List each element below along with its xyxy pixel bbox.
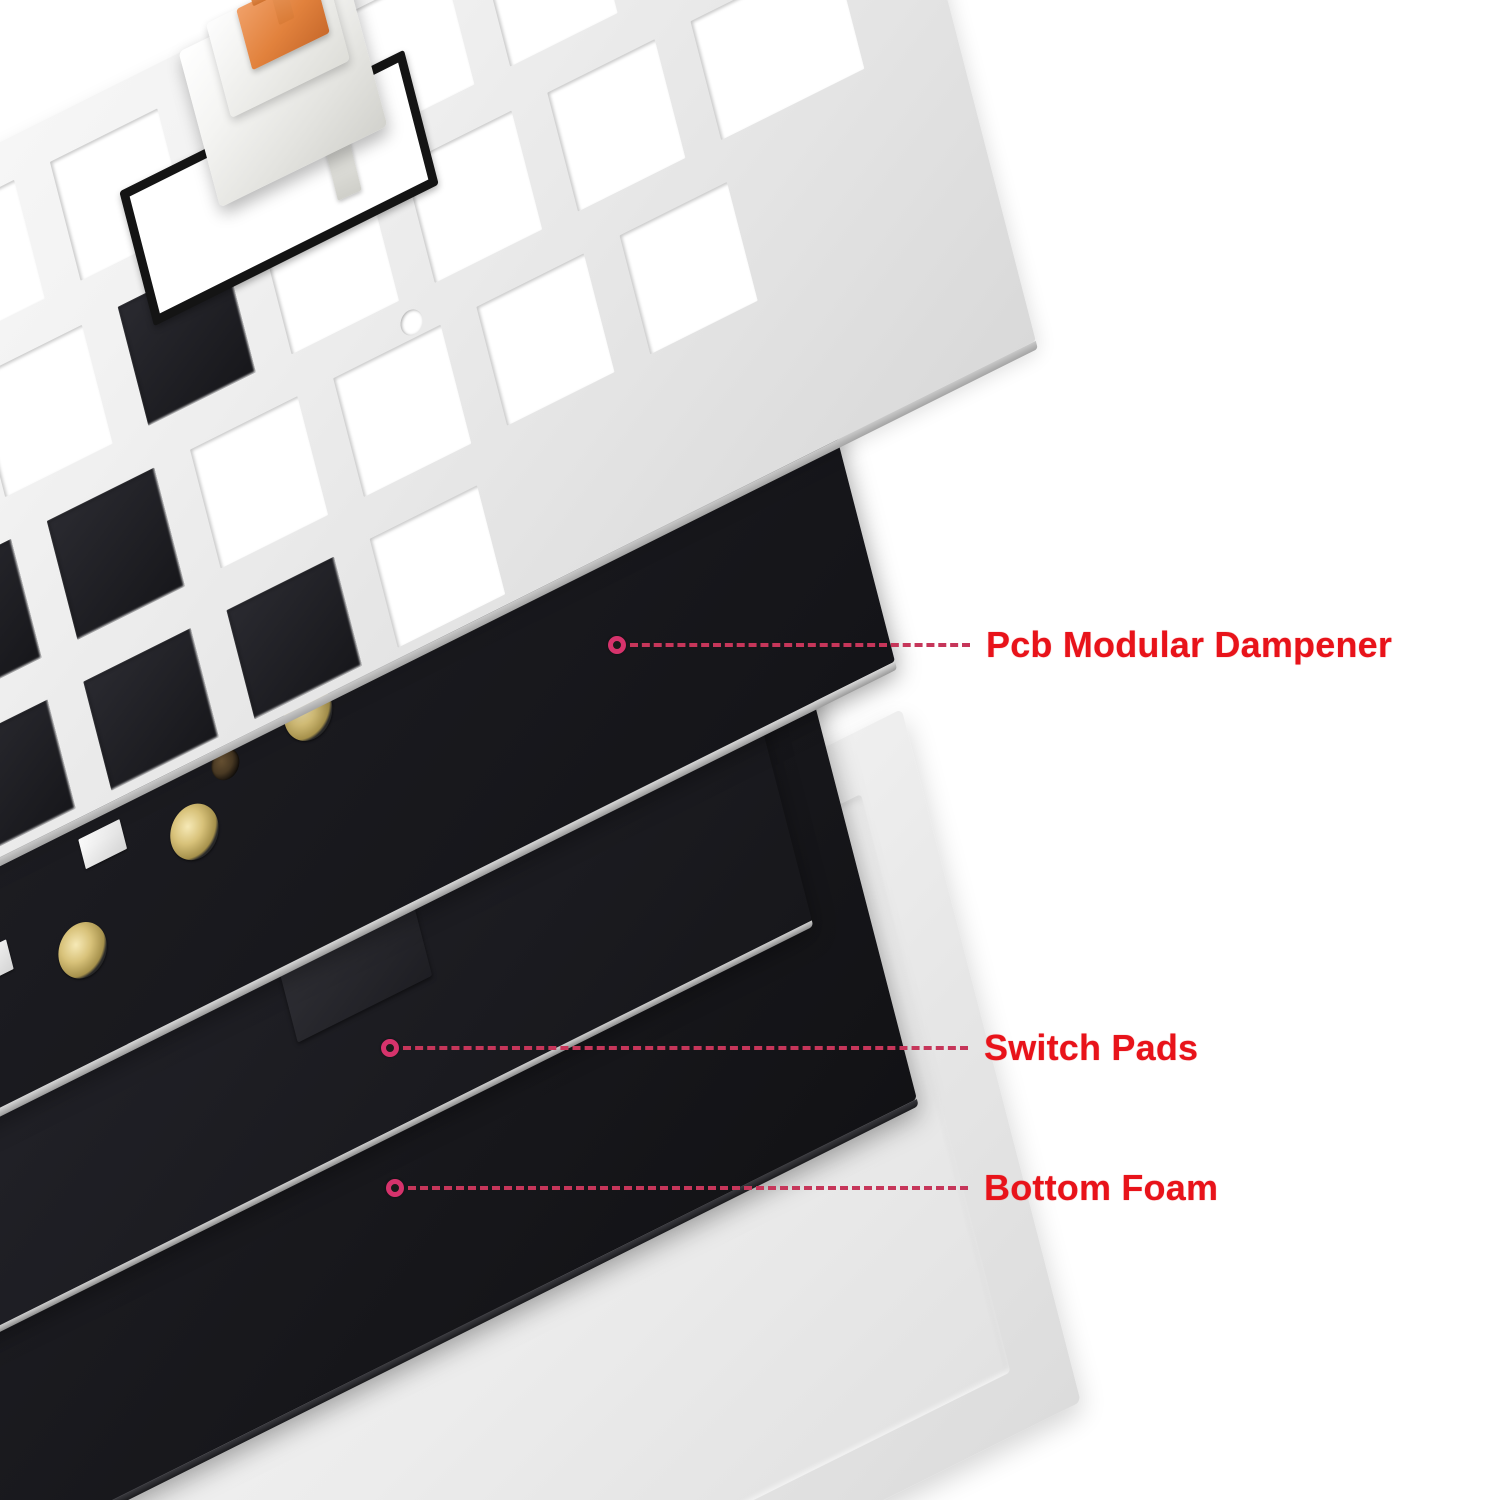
plate-cutout xyxy=(690,0,865,141)
plate-cutout xyxy=(0,179,45,353)
callout-label-switch-pads: Switch Pads xyxy=(984,1027,1199,1068)
plate-cutout xyxy=(0,538,42,712)
callout-label-pcb-modular-dampener: Pcb Modular Dampener xyxy=(986,624,1393,665)
plate-cutout xyxy=(547,39,686,212)
pcb-smd-pad xyxy=(78,819,128,870)
pcb-gold-hole xyxy=(164,794,225,870)
plate-cutout xyxy=(333,324,472,498)
callout-leader-line xyxy=(630,643,970,647)
callout-leader-line xyxy=(408,1186,968,1190)
plate-cutout xyxy=(619,181,758,355)
callout-leader-line xyxy=(403,1046,968,1050)
callout-marker-icon xyxy=(386,1179,404,1197)
plate-cutout xyxy=(226,556,362,720)
plate-cutout xyxy=(476,253,615,426)
plate-cutout xyxy=(0,324,113,498)
plate-cutout xyxy=(479,0,618,67)
callout-marker-icon xyxy=(608,636,626,654)
plate-cutout xyxy=(369,485,506,648)
pcb-gold-hole xyxy=(52,912,113,988)
mechanical-switch xyxy=(119,0,439,327)
plate-cutout xyxy=(83,628,219,791)
plate-cutout xyxy=(46,467,185,640)
plate-cutout xyxy=(189,396,329,569)
pcb-smd-pad xyxy=(0,939,14,990)
callout-marker-icon xyxy=(381,1039,399,1057)
callout-label-bottom-foam: Bottom Foam xyxy=(984,1167,1219,1208)
